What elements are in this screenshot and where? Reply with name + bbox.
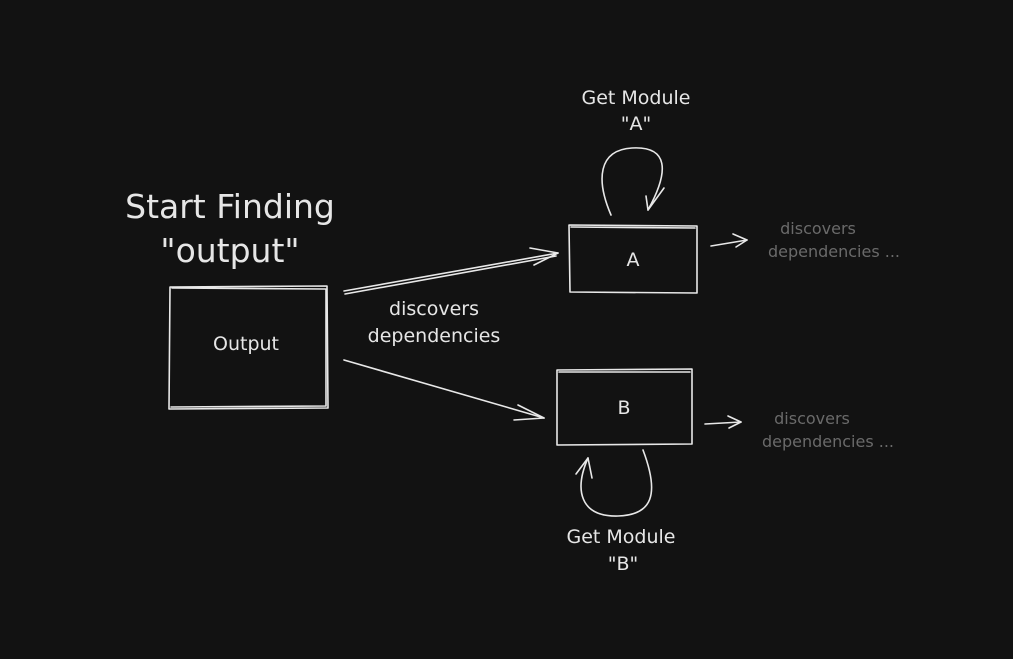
- edge-output-to-b: [343, 359, 545, 421]
- loop-b-label-line-2: "B": [608, 553, 639, 575]
- node-output-label: Output: [213, 333, 279, 355]
- node-a-label: A: [627, 249, 640, 271]
- edge-output-to-a: [343, 247, 559, 295]
- faded-a-line-1: discovers: [780, 219, 856, 238]
- loop-a-arrow: [601, 147, 665, 216]
- arrow-b-out: [704, 415, 742, 429]
- node-a[interactable]: A: [568, 224, 698, 294]
- loop-a-label-line-2: "A": [621, 113, 651, 135]
- faded-b-line-2: dependencies ...: [762, 432, 894, 451]
- node-b[interactable]: B: [556, 368, 693, 446]
- edge-label-line-2: dependencies: [368, 325, 501, 347]
- arrow-a-out: [710, 233, 748, 248]
- loop-b-arrow: [575, 449, 653, 517]
- faded-a-line-2: dependencies ...: [768, 242, 900, 261]
- faded-b-line-1: discovers: [774, 409, 850, 428]
- edge-label-line-1: discovers: [389, 298, 479, 320]
- loop-b-label-line-1: Get Module: [567, 526, 676, 548]
- title-line-2: "output": [160, 231, 299, 270]
- node-b-label: B: [617, 397, 630, 419]
- node-output[interactable]: Output: [168, 285, 329, 410]
- loop-a-label-line-1: Get Module: [582, 87, 691, 109]
- title-line-1: Start Finding: [125, 187, 335, 226]
